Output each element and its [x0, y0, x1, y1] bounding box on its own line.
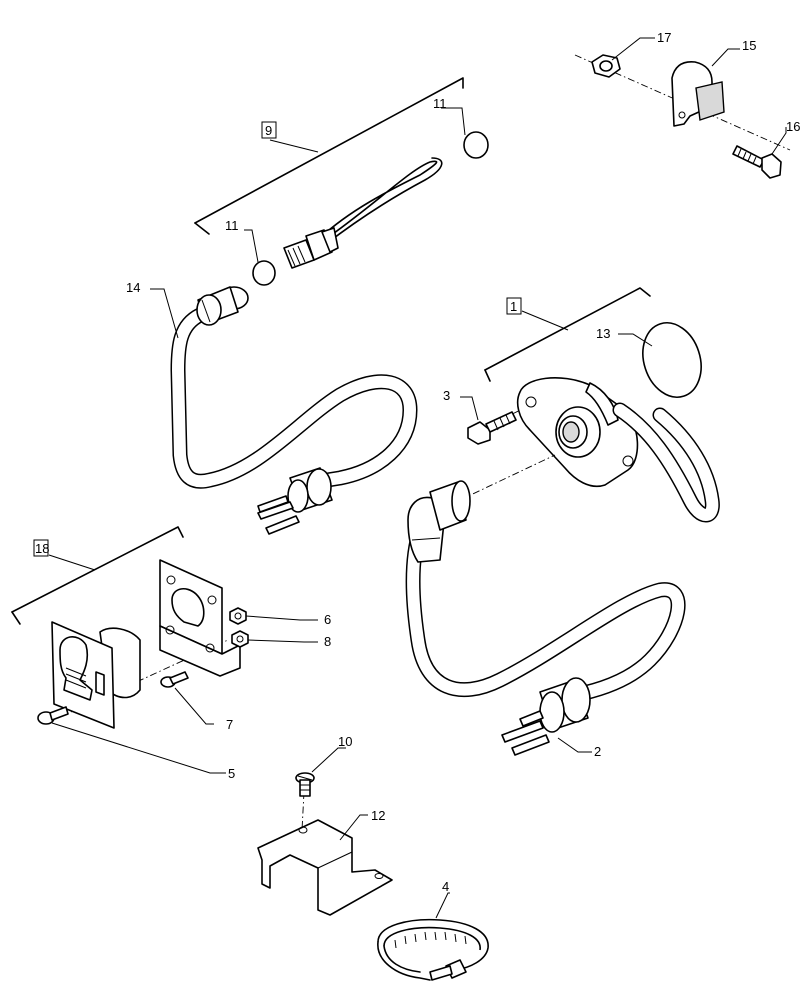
callout-15: 15: [742, 38, 756, 53]
screw-5: [37, 706, 69, 725]
o-ring-11-upper: 11: [433, 96, 489, 159]
callout-1: 1: [510, 299, 517, 314]
nut-17: [591, 54, 621, 78]
callout-18: 18: [35, 541, 49, 556]
callout-3: 3: [443, 388, 450, 403]
nut-8: [231, 630, 249, 648]
receptacle-flange: [516, 377, 720, 523]
kit-bracket-18: 18: [11, 526, 184, 625]
cable-2-elbow: [407, 480, 471, 563]
callout-5: 5: [228, 766, 235, 781]
clamp-15: [671, 61, 725, 127]
cable-2: 2: [405, 454, 686, 759]
kit-bracket-9: 9: [194, 77, 464, 235]
cable-14-plug: [257, 467, 333, 535]
cable-14: 14: [126, 280, 418, 535]
seal-ring-13: 13: [596, 322, 702, 398]
callout-16: 16: [786, 119, 800, 134]
callout-13: 13: [596, 326, 610, 341]
sensor-fitting: [283, 157, 443, 269]
callout-11-lower: 11: [225, 218, 239, 233]
bolt-16: [732, 145, 782, 179]
callout-17: 17: [657, 30, 671, 45]
cable-14-top-connector: [196, 286, 249, 326]
callout-9: 9: [265, 123, 272, 138]
clamp-assembly: 17 15 16: [574, 30, 800, 179]
screw-10: [295, 772, 315, 797]
nut-6: [229, 607, 247, 625]
callout-2: 2: [594, 744, 601, 759]
socket-assembly: 6 8 7 5: [37, 559, 331, 781]
o-ring-11-lower: 11: [225, 218, 276, 286]
callout-8: 8: [324, 634, 331, 649]
callout-10: 10: [338, 734, 352, 749]
cable-2-plug: [501, 677, 591, 756]
callout-7: 7: [226, 717, 233, 732]
kit-bracket-1: 1: [484, 287, 651, 382]
bracket-12: 10 12: [257, 734, 393, 916]
screw-7: [160, 671, 189, 688]
callout-11-upper: 11: [433, 96, 447, 111]
hose-clamp-4: 4: [377, 879, 489, 981]
callout-6: 6: [324, 612, 331, 627]
callout-14: 14: [126, 280, 140, 295]
callout-12: 12: [371, 808, 385, 823]
callout-4: 4: [442, 879, 449, 894]
